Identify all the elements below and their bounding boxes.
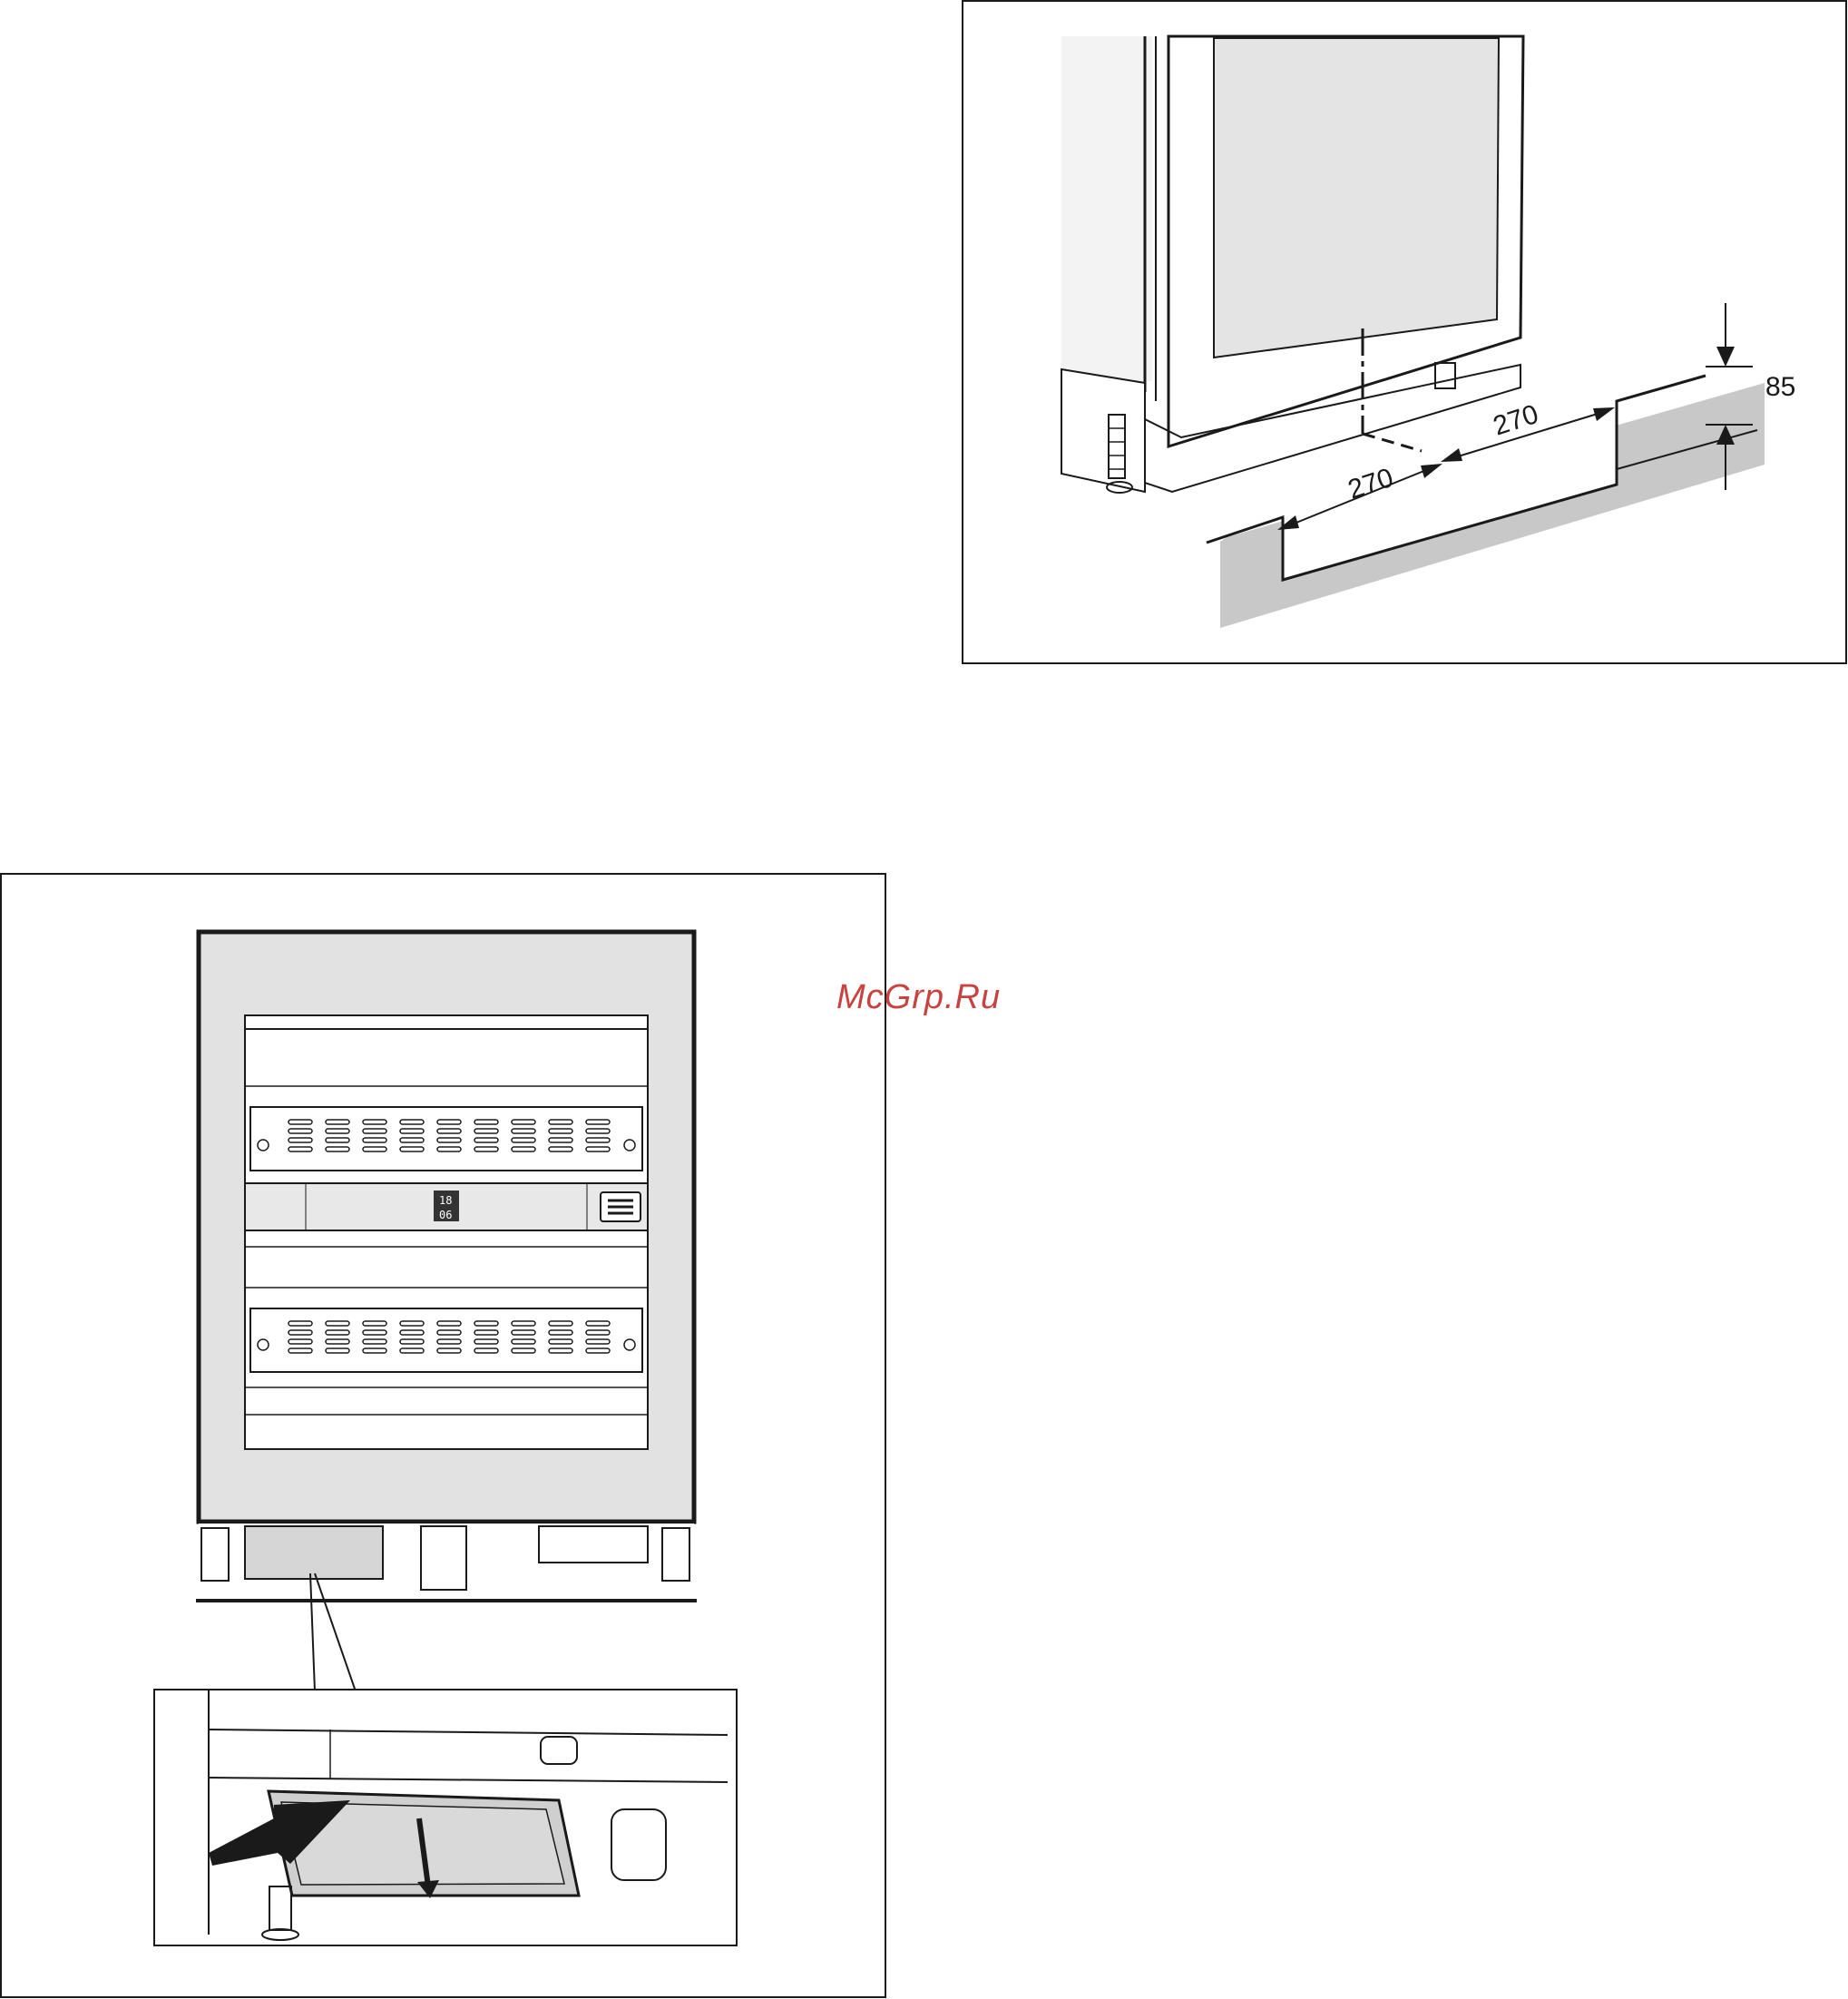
wine-shelf xyxy=(250,1308,642,1372)
door-glass xyxy=(1214,38,1499,358)
rear-foot xyxy=(1435,363,1455,388)
appliance-drawing: 18 06 xyxy=(2,875,886,1998)
installation-dimension-figure: 270 270 85 xyxy=(962,0,1847,664)
interior-window xyxy=(245,1015,648,1449)
filter-replacement-figure: 18 06 xyxy=(0,873,886,1998)
appliance-side xyxy=(1061,36,1152,381)
filter-grid-small xyxy=(245,1526,383,1579)
appliance-base xyxy=(1061,369,1145,492)
arrowhead xyxy=(1441,448,1462,462)
centre-offset-line xyxy=(1363,434,1422,451)
arrowhead xyxy=(1716,347,1735,367)
display-line-2: 06 xyxy=(439,1209,452,1221)
wine-shelf xyxy=(250,1107,642,1171)
watermark: McGrp.Ru xyxy=(836,978,1001,1017)
display-line-1: 18 xyxy=(439,1194,452,1207)
dimension-label-height: 85 xyxy=(1765,372,1795,402)
dimension-drawing: 270 270 85 xyxy=(963,2,1847,664)
